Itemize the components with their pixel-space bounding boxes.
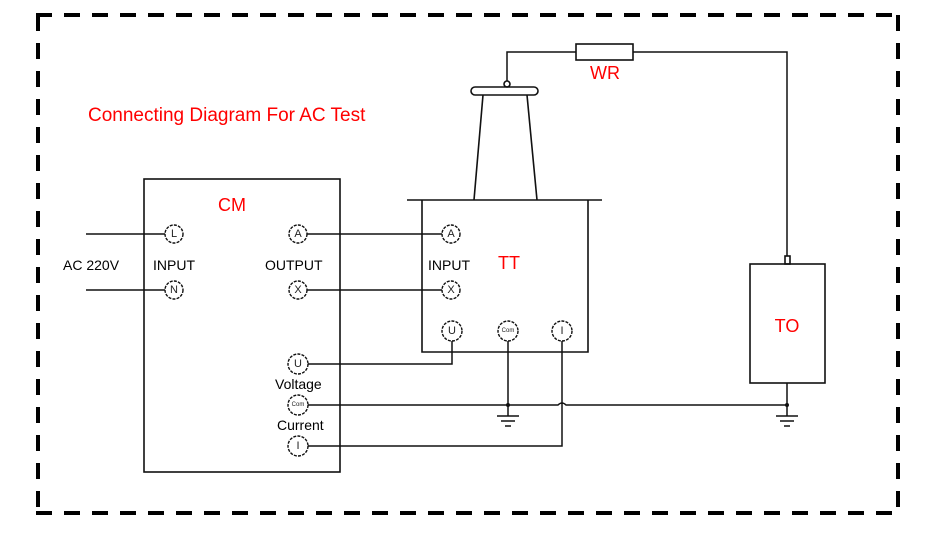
svg-text:Com: Com [502,328,515,334]
wire-U [308,341,453,365]
tt-terminal-I: I [551,320,573,342]
ground-icon [497,415,519,427]
ground-icon [776,405,798,427]
svg-text:L: L [171,228,177,240]
supply-label: AC 220V [63,257,120,273]
cm-terminal-N: N [164,280,184,300]
wr-label: WR [590,63,620,83]
cm-terminal-L: L [164,224,184,244]
cm-current-label: Current [277,417,324,433]
svg-text:A: A [447,228,455,240]
svg-text:U: U [294,358,302,370]
cm-input-label: INPUT [153,257,195,273]
tt-unit: TT INPUT A X U Com I [407,80,602,353]
cm-terminal-X: X [288,280,308,300]
bushing-cap [470,86,539,96]
wire-com [308,402,787,406]
wire-hv-right [633,51,788,256]
cm-terminal-A: A [288,224,308,244]
wr-resistor [575,43,634,61]
tt-label: TT [498,253,520,273]
cm-terminal-I: I [287,435,309,457]
cm-unit: CM INPUT OUTPUT Voltage Current L N A X … [143,178,341,473]
svg-text:I: I [296,440,299,452]
diagram-title: Connecting Diagram For AC Test [88,105,366,126]
wire-I [308,341,563,447]
to-terminal [784,255,791,265]
bushing-terminal [503,80,511,88]
tt-box [421,200,589,353]
tt-input-label: INPUT [428,257,470,273]
cm-label: CM [218,195,246,215]
to-unit: TO [749,255,826,405]
wire-hv-left [506,51,576,81]
to-label: TO [775,316,800,336]
cm-voltage-label: Voltage [275,376,322,392]
cm-box [143,178,341,473]
svg-text:U: U [448,325,456,337]
bushing-left [473,94,484,201]
cm-terminal-U: U [287,353,309,375]
tt-terminal-U: U [441,320,463,342]
svg-text:I: I [560,325,563,337]
bushing-right [526,94,538,201]
svg-text:X: X [294,284,302,296]
svg-text:A: A [294,228,302,240]
cm-terminal-com: Com [287,394,309,416]
cm-output-label: OUTPUT [265,257,323,273]
dashed-boundary [36,13,900,515]
svg-text:N: N [170,284,178,296]
svg-text:X: X [447,284,455,296]
tt-terminal-com: Com [497,320,519,342]
tt-terminal-A: A [441,224,461,244]
tt-terminal-X: X [441,280,461,300]
svg-text:Com: Com [292,402,305,408]
